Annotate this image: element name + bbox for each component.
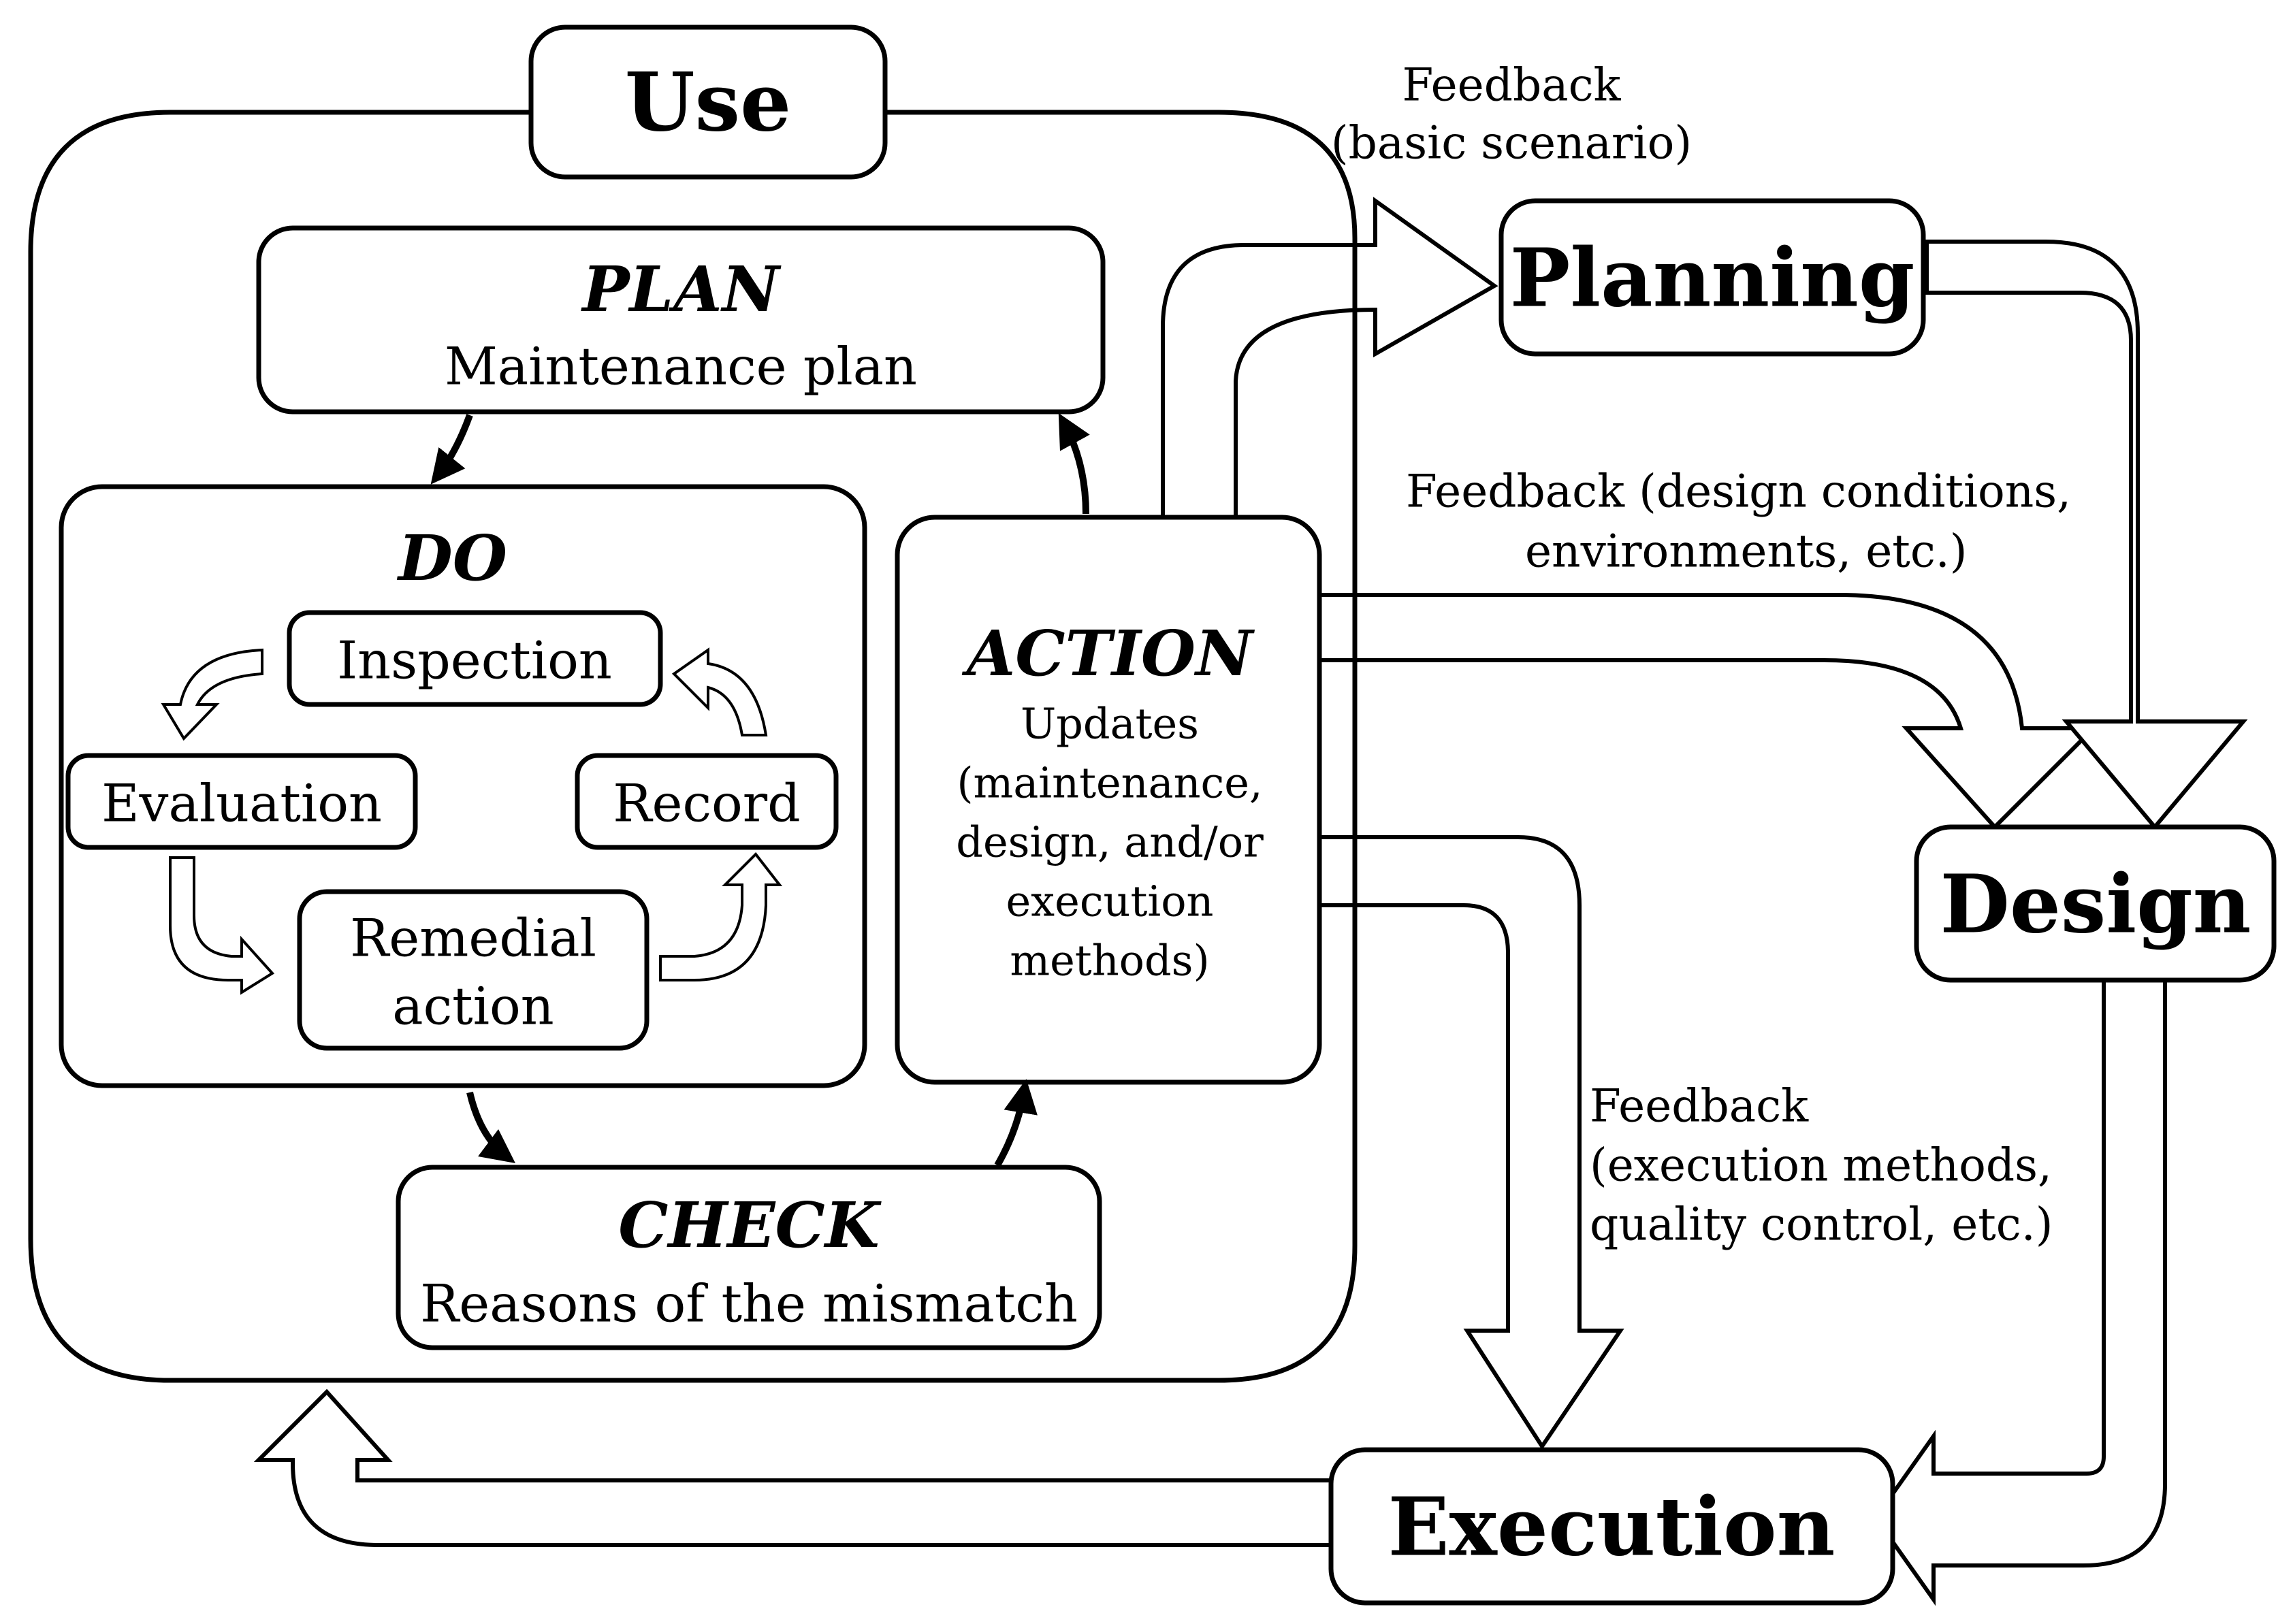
action-box [895, 515, 1322, 1085]
check-title: CHECK [618, 1188, 882, 1262]
arrow-action-to-design [1312, 593, 2099, 830]
arrow-check-to-action [994, 1079, 1038, 1167]
feedback-design-line2: environments, etc.) [1525, 525, 1968, 578]
design-box [1914, 824, 2277, 983]
feedback-execution-line3: quality control, etc.) [1590, 1199, 2053, 1251]
remedial-label-line2: action [392, 976, 554, 1037]
use-box [528, 25, 888, 180]
feedback-planning-line1: Feedback [1402, 59, 1621, 112]
arrow-action-to-plan [1058, 412, 1090, 515]
arrow-planning-to-design [1925, 240, 2248, 830]
do-title: DO [396, 521, 507, 595]
arrow-do-to-check [466, 1091, 515, 1164]
action-line-2: (maintenance, [957, 758, 1262, 808]
action-line-3: design, and/or [956, 817, 1264, 867]
arrow-action-to-execution [1312, 835, 1624, 1450]
execution-box [1328, 1447, 1895, 1606]
plan-subtitle: Maintenance plan [445, 336, 917, 397]
design-label: Design [1940, 857, 2251, 952]
plan-box [256, 225, 1106, 415]
action-line-5: methods) [1010, 936, 1209, 986]
record-box [575, 753, 839, 850]
remedial-label-line1: Remedial [350, 908, 596, 969]
action-line-4: execution [1006, 877, 1213, 926]
arrow-inspection-to-evaluation [161, 648, 263, 741]
feedback-execution-line1: Feedback [1590, 1080, 1809, 1133]
arrow-action-to-planning [1161, 197, 1498, 519]
execution-label: Execution [1388, 1480, 1835, 1574]
planning-box [1498, 198, 1926, 357]
feedback-design-line1: Feedback (design conditions, [1406, 466, 2071, 518]
inspection-label: Inspection [337, 630, 612, 691]
evaluation-box [65, 753, 418, 850]
planning-label: Planning [1510, 231, 1915, 325]
arrow-design-to-execution [1873, 971, 2167, 1606]
evaluation-label: Evaluation [101, 773, 382, 834]
remedial-action-box [297, 889, 650, 1051]
arrow-evaluation-to-remedial [169, 856, 275, 995]
feedback-planning-line2: (basic scenario) [1331, 117, 1692, 169]
use-label: Use [625, 55, 791, 150]
action-line-1: Updates [1021, 699, 1199, 749]
check-box [396, 1165, 1102, 1350]
use-frame [28, 110, 1358, 1383]
plan-title: PLAN [580, 253, 781, 326]
inspection-box [287, 610, 663, 707]
arrow-record-to-inspection [671, 647, 768, 736]
arrow-plan-to-do [430, 414, 473, 485]
arrow-remedial-to-record [659, 851, 783, 981]
check-subtitle: Reasons of the mismatch [420, 1273, 1078, 1334]
action-title: ACTION [961, 617, 1255, 690]
feedback-execution-line2: (execution methods, [1590, 1139, 2052, 1192]
arrow-execution-to-use [253, 1388, 1336, 1547]
record-label: Record [613, 773, 801, 834]
do-box [59, 484, 867, 1088]
